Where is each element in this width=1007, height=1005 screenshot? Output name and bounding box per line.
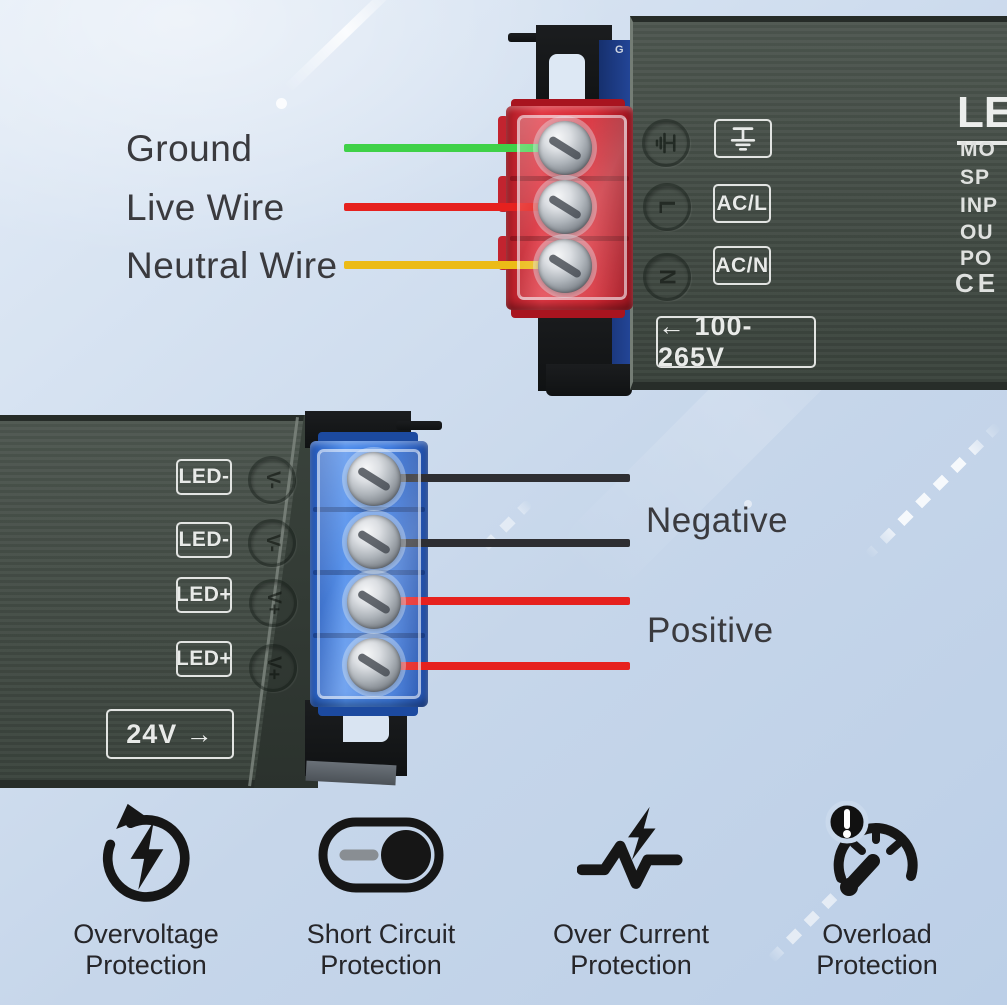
terminal-screw [538,180,592,234]
led-port-box: LED- [176,459,232,495]
brand-logo-text: LE [957,88,1007,145]
sparkle-dot [276,98,287,109]
v-plus-letter: V+ [263,591,284,615]
negative-label: Negative [646,501,789,540]
led-port-label: LED+ [175,647,233,670]
feature-short-circuit: Short Circuit Protection [266,797,496,997]
neutral-terminal-letter: N [654,269,680,285]
feature-over-current: Over Current Protection [516,797,746,997]
led-port-label: LED- [178,528,230,551]
terminal-screw [347,452,401,506]
feature-label-line1: Overvoltage [73,919,219,949]
terminal-divider [313,507,425,512]
ground-label: Ground [126,128,253,169]
v-plus-emboss: V+ [249,644,297,692]
spec-row: SP [960,166,991,189]
led-port-box: LED+ [176,641,232,677]
terminal-block-tab [498,116,509,152]
spec-row: MO [960,138,996,161]
ground-wire [344,144,550,152]
overload-protection-icon [819,797,935,913]
ac-live-box: AC/L [713,184,771,223]
bracket-base-plate [305,760,397,786]
feature-label-line2: Protection [85,950,207,980]
spec-row: INP [960,194,999,217]
ac-neutral-label: AC/N [715,253,769,277]
light-streak-dotted [864,421,1002,560]
pcb-silkscreen-label: G [615,44,624,56]
input-voltage-box: ← 100-265V [656,311,816,372]
spec-row: OU [960,221,994,244]
bracket-foot [546,364,632,396]
feature-label-line2: Protection [816,950,938,980]
led-port-box: LED+ [176,577,232,613]
neutral-terminal-emboss: N [643,253,691,301]
negative-wire [380,474,630,482]
terminal-screw [347,575,401,629]
terminal-screw [347,515,401,569]
v-plus-emboss: V+ [249,579,297,627]
led-port-label: LED+ [175,583,233,606]
v-minus-emboss: V- [248,456,296,504]
earth-ground-icon [655,132,676,154]
led-port-label: LED- [178,465,230,488]
v-minus-emboss: V- [248,519,296,567]
output-voltage-label: 24V → [126,718,214,749]
terminal-block-tab [498,176,509,212]
terminal-screw [347,638,401,692]
sparkle-dot [744,500,752,508]
v-plus-letter: V+ [263,656,284,680]
ac-live-label: AC/L [716,191,768,215]
led-port-box: LED- [176,522,232,558]
mounting-bracket-pin [396,421,442,430]
feature-label-line1: Over Current [552,919,710,949]
over-current-protection-icon [577,797,685,913]
feature-label-line1: Short Circuit [306,919,456,949]
v-minus-letter: V- [261,534,283,552]
positive-wire [380,662,630,670]
feature-overload: Overload Protection [762,797,992,997]
feature-label-line2: Protection [320,950,442,980]
ground-terminal-emboss [642,119,690,167]
ground-symbol-box [714,119,772,158]
bracket-slot [343,711,389,742]
neutral-wire [344,261,550,269]
feature-label-line2: Protection [570,950,692,980]
ce-mark: CE [955,268,1000,298]
live-wire-label: Live Wire [126,187,285,228]
overvoltage-protection-icon [93,797,199,913]
live-terminal-letter: L [654,200,680,214]
neutral-wire-label: Neutral Wire [126,245,338,286]
terminal-divider [510,176,629,181]
feature-overvoltage: Overvoltage Protection [31,797,261,997]
v-minus-letter: V- [261,471,283,489]
terminal-screw [538,239,592,293]
short-circuit-protection-icon [314,797,448,913]
positive-wire [380,597,630,605]
terminal-divider [313,570,425,575]
negative-wire [380,539,630,547]
terminal-screw [538,121,592,175]
live-terminal-emboss: L [643,183,691,231]
spec-row: PO [960,247,993,270]
ac-neutral-box: AC/N [713,246,771,285]
terminal-divider [313,633,425,638]
earth-ground-icon [730,127,756,151]
positive-label: Positive [647,611,774,650]
mounting-bracket-pin [508,33,544,42]
feature-label-line1: Overload [822,919,932,949]
terminal-block-tab [498,236,509,270]
light-streak [283,0,399,93]
live-wire [344,203,550,211]
output-voltage-box: 24V → [106,709,234,759]
input-voltage-label: ← 100-265V [658,311,753,372]
